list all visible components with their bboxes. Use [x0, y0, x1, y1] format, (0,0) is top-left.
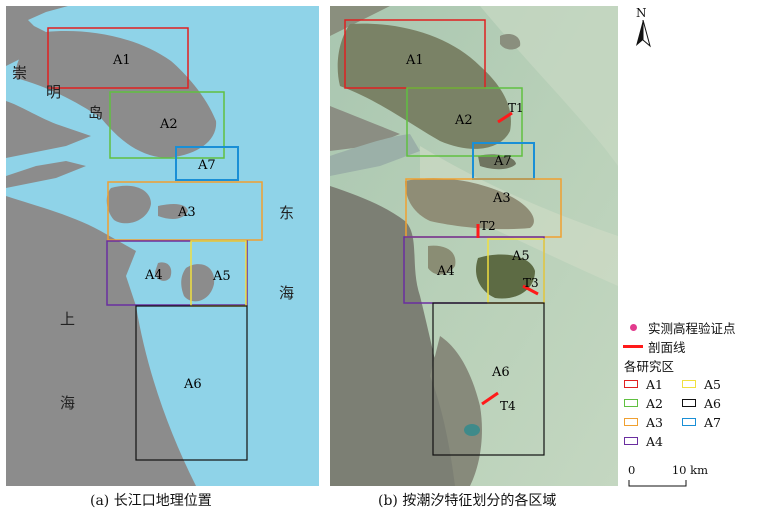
transect-t1 — [497, 111, 513, 124]
sat-label-a4: A4 — [436, 264, 455, 279]
sat-box-a2 — [406, 87, 523, 157]
sat-a4-island — [428, 245, 456, 275]
box-swatch-icon — [682, 380, 696, 388]
sat-label-a3: A3 — [492, 191, 511, 206]
changxing-island — [106, 185, 151, 224]
sat-label-t4: T4 — [500, 399, 516, 413]
legend-point-label: 实测高程验证点 — [648, 321, 736, 336]
sat-label-t2: T2 — [480, 219, 496, 233]
legend-item-a7: A7 — [682, 413, 740, 431]
legend-item-a5: A5 — [682, 375, 740, 393]
place-shanghai-2: 海 — [60, 394, 75, 412]
place-chongming-2: 明 — [46, 83, 61, 101]
box-swatch-icon — [624, 418, 638, 426]
legend-item-label: A3 — [646, 414, 663, 430]
legend-areas-title-text: 各研究区 — [624, 359, 675, 374]
area-box-a4 — [106, 240, 248, 306]
place-chongming-3: 岛 — [88, 104, 103, 122]
transect-t4 — [481, 391, 499, 406]
box-swatch-icon — [682, 399, 696, 407]
sat-label-a2: A2 — [454, 113, 473, 128]
sat-a7-island — [478, 154, 516, 170]
legend-item-label: A5 — [704, 376, 721, 392]
legend-areas-title: 各研究区 — [622, 356, 767, 375]
legend-point-row: 实测高程验证点 — [622, 318, 767, 337]
sat-label-t1: T1 — [508, 101, 524, 115]
a4-island — [155, 262, 172, 281]
box-swatch-icon — [682, 418, 696, 426]
area-box-a2 — [109, 91, 225, 159]
north-label: N — [636, 6, 647, 20]
scale-start: 0 — [628, 463, 636, 477]
area-label-a4: A4 — [144, 268, 163, 283]
box-swatch-icon — [624, 380, 638, 388]
caption-a: (a) 长江口地理位置 — [90, 493, 212, 509]
sat-river-channel — [330, 134, 420, 176]
legend-item-label: A6 — [704, 395, 721, 411]
area-label-a2: A2 — [159, 117, 178, 132]
box-swatch-icon — [624, 399, 638, 407]
area-label-a6: A6 — [183, 377, 202, 392]
sat-label-a5: A5 — [511, 249, 530, 264]
legend-item-label: A4 — [646, 433, 663, 449]
validation-point-icon — [629, 324, 637, 331]
legend-item-label: A1 — [646, 376, 663, 392]
sat-box-a6 — [432, 302, 545, 456]
sat-mainland — [330, 186, 465, 486]
sat-lake — [464, 424, 480, 436]
scale-end: 10 km — [671, 463, 708, 477]
sat-label-a7: A7 — [493, 154, 512, 169]
sat-label-a1: A1 — [405, 53, 424, 68]
legend-item-label: A2 — [646, 395, 663, 411]
shanghai-mainland — [6, 196, 196, 486]
sat-changxing — [405, 178, 534, 230]
box-swatch-icon — [624, 437, 638, 445]
scale-bar: 0 10 km — [628, 463, 708, 491]
place-shanghai-1: 上 — [60, 310, 75, 328]
map-panel-b: A1 A2 A7 A3 A4 A5 A6 T1 T2 T3 T4 — [330, 6, 618, 486]
area-label-a1: A1 — [112, 53, 131, 68]
legend-line-label: 剖面线 — [648, 340, 686, 355]
area-box-a3 — [107, 181, 263, 241]
transect-line-icon — [623, 345, 643, 348]
north-arrow: N — [632, 6, 654, 48]
area-box-a7 — [175, 146, 239, 181]
scale-bar-line — [628, 480, 687, 487]
legend-line-row: 剖面线 — [622, 337, 767, 356]
place-donghai-1: 东 — [279, 204, 294, 222]
chongming-island — [15, 31, 217, 159]
legend-item-a6: A6 — [682, 394, 740, 412]
legend-item-a1: A1 — [624, 375, 682, 393]
sat-pudong — [430, 336, 482, 486]
north-arrow-icon — [636, 20, 651, 48]
legend-area-grid: A1 A5 A2 A6 A3 A7 A4 — [624, 375, 767, 450]
legend-item-a4: A4 — [624, 432, 682, 450]
legend-item-a2: A2 — [624, 394, 682, 412]
legend-item-a3: A3 — [624, 413, 682, 431]
area-box-a6 — [135, 305, 248, 461]
map-panel-a: A1 A2 A7 A3 A4 A5 A6 崇 明 岛 上 海 东 海 — [6, 6, 319, 486]
sat-hengsha — [475, 254, 535, 299]
sat-label-a6: A6 — [491, 365, 510, 380]
map-legend: 实测高程验证点 剖面线 各研究区 A1 A5 A2 A6 A3 A7 A4 — [622, 318, 767, 450]
sat-a1-shoal — [500, 34, 521, 50]
area-label-a3: A3 — [177, 205, 196, 220]
legend-item-label: A7 — [704, 414, 721, 430]
sat-label-t3: T3 — [523, 276, 539, 290]
area-label-a7: A7 — [197, 158, 216, 173]
area-box-a1 — [47, 27, 189, 89]
land-north — [6, 6, 68, 66]
area-label-a5: A5 — [212, 269, 231, 284]
place-donghai-2: 海 — [279, 284, 294, 302]
place-chongming-1: 崇 — [12, 64, 27, 82]
transect-t3 — [522, 284, 539, 296]
sat-chongming — [337, 23, 511, 149]
land-west — [6, 101, 91, 158]
caption-b: (b) 按潮汐特征划分的各区域 — [378, 493, 557, 509]
jiuduansha-island — [158, 203, 188, 219]
a5-island — [181, 264, 215, 302]
land-west-2 — [6, 161, 86, 188]
